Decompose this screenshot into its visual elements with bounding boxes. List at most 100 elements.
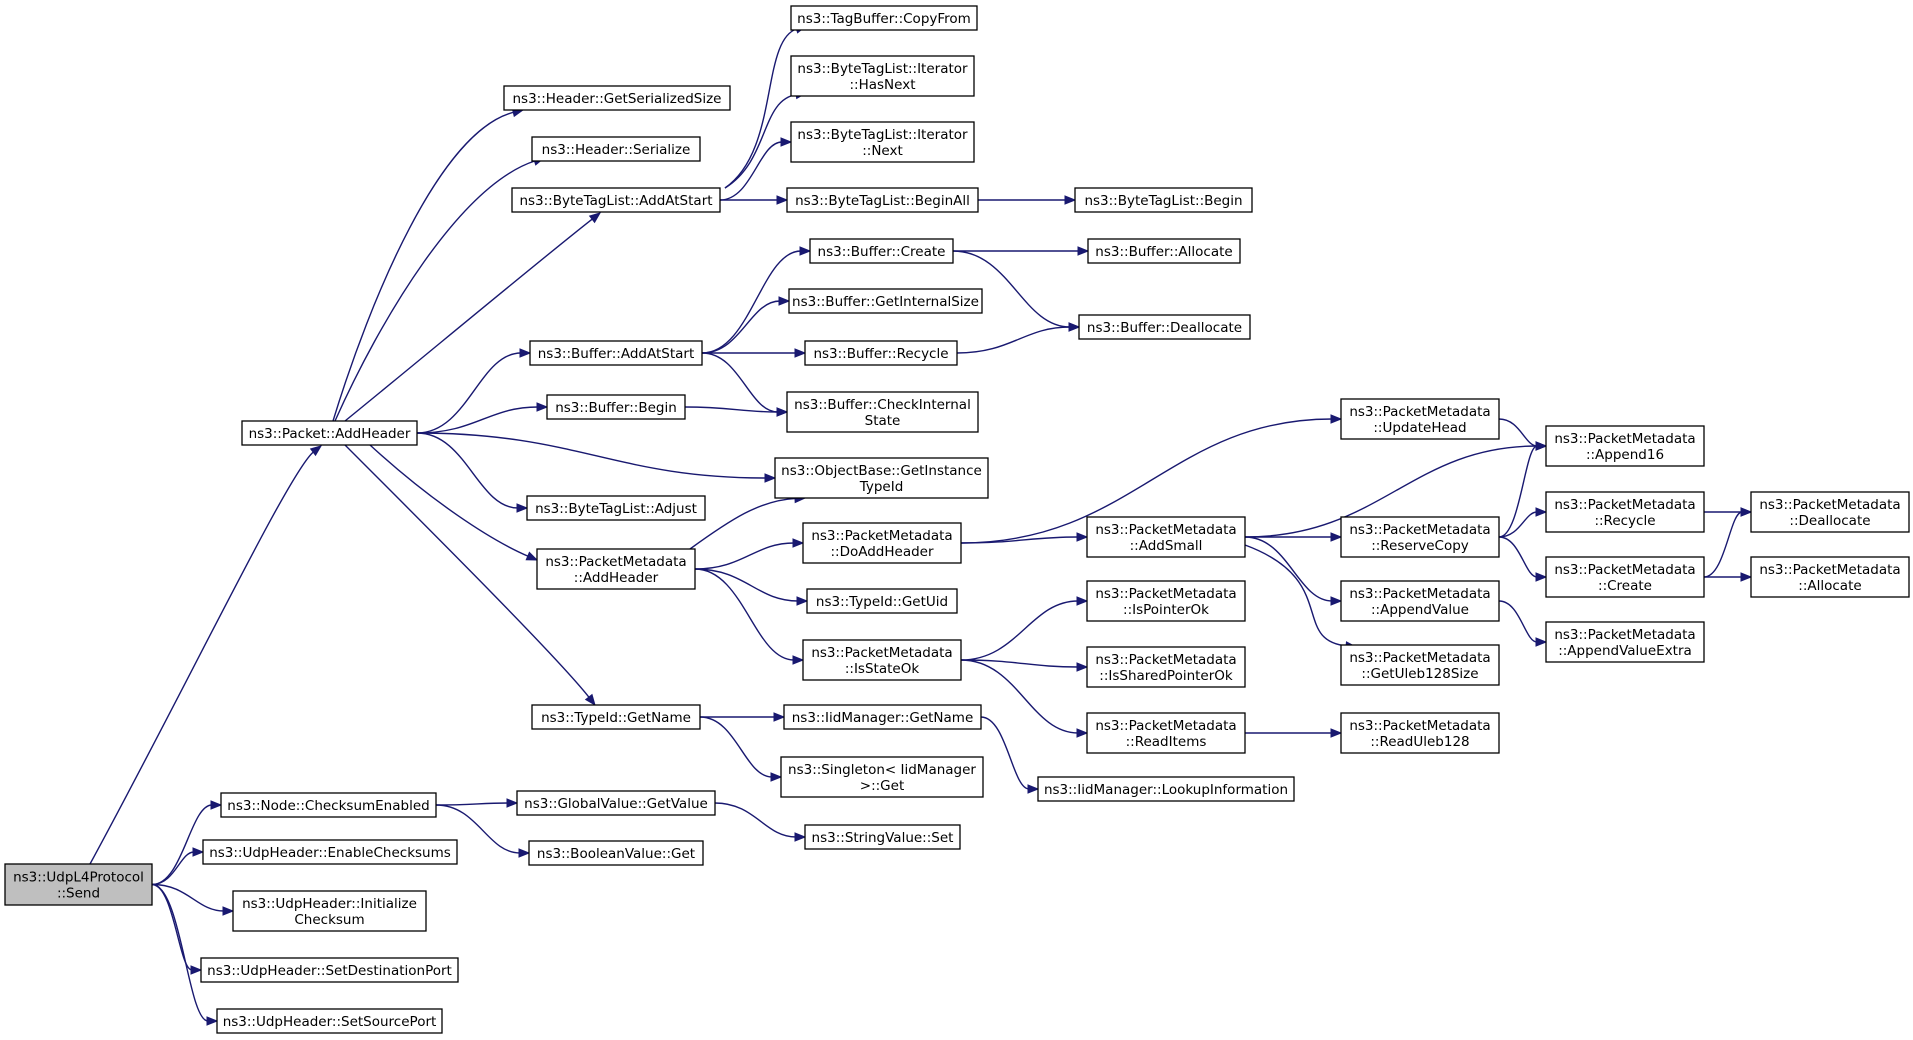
function-node[interactable]: ns3::PacketMetadata::UpdateHead: [1340, 398, 1500, 440]
call-edge: [416, 406, 539, 434]
call-edge-arrowhead: [525, 551, 539, 561]
function-node-box: [780, 756, 984, 798]
function-node[interactable]: ns3::Buffer::Begin: [546, 394, 686, 420]
call-edge-arrowhead: [1330, 728, 1343, 738]
function-node[interactable]: ns3::Buffer::Create: [809, 238, 954, 264]
call-edge: [151, 851, 195, 886]
function-node[interactable]: ns3::PacketMetadata::GetUleb128Size: [1340, 644, 1500, 686]
function-node[interactable]: ns3::PacketMetadata::IsSharedPointerOk: [1086, 646, 1246, 688]
function-node[interactable]: ns3::IidManager::LookupInformation: [1037, 776, 1295, 802]
function-node-box: [202, 839, 458, 865]
call-edge-arrowhead: [1740, 572, 1753, 582]
function-node[interactable]: ns3::PacketMetadata::AppendValueExtra: [1545, 621, 1705, 663]
function-node[interactable]: ns3::ByteTagList::AddAtStart: [511, 187, 721, 213]
function-node[interactable]: ns3::PacketMetadata::Recycle: [1545, 491, 1705, 533]
function-node-box: [216, 1008, 443, 1034]
function-node[interactable]: ns3::IidManager::GetName: [783, 704, 982, 730]
function-node-label: ::IsStateOk: [845, 661, 919, 677]
function-node[interactable]: ns3::ByteTagList::Adjust: [526, 495, 706, 521]
call-edge-arrowhead: [1027, 784, 1040, 794]
function-node[interactable]: ns3::PacketMetadata::IsPointerOk: [1086, 580, 1246, 622]
function-node-box: [529, 340, 703, 366]
function-node[interactable]: ns3::PacketMetadata::AddSmall: [1086, 516, 1246, 558]
function-node[interactable]: ns3::Buffer::Deallocate: [1078, 314, 1251, 340]
function-node[interactable]: ns3::TagBuffer::CopyFrom: [790, 5, 978, 31]
function-node[interactable]: ns3::Node::ChecksumEnabled: [220, 792, 437, 818]
function-node-label: ns3::ByteTagList::Begin: [1084, 193, 1242, 209]
call-edge-arrowhead: [206, 1016, 219, 1026]
function-node-box: [809, 238, 954, 264]
function-node-label: ns3::PacketMetadata: [1349, 404, 1490, 420]
function-node-label: ns3::StringValue::Set: [812, 830, 954, 846]
function-node[interactable]: ns3::PacketMetadata::ReadUleb128: [1340, 712, 1500, 754]
call-edge-arrowhead: [192, 847, 205, 857]
function-node-label: ::Allocate: [1798, 578, 1861, 594]
function-node[interactable]: ns3::PacketMetadata::Deallocate: [1750, 491, 1910, 533]
function-node[interactable]: ns3::Singleton< IidManager>::Get: [780, 756, 984, 798]
function-node[interactable]: ns3::Header::Serialize: [531, 136, 701, 162]
function-node[interactable]: ns3::ByteTagList::Iterator::Next: [790, 121, 975, 163]
call-edge-arrowhead: [518, 848, 531, 858]
function-node-box: [1086, 646, 1246, 688]
function-node-label: ns3::Header::GetSerializedSize: [513, 91, 722, 107]
function-node[interactable]: ns3::ByteTagList::Begin: [1074, 187, 1253, 213]
call-edge-arrowhead: [309, 445, 323, 457]
function-node[interactable]: ns3::PacketMetadata::AddHeader: [536, 548, 696, 590]
function-node[interactable]: ns3::GlobalValue::GetValue: [516, 790, 716, 816]
function-node[interactable]: ns3::PacketMetadata::Append16: [1545, 425, 1705, 467]
function-node[interactable]: ns3::PacketMetadata::ReadItems: [1086, 712, 1246, 754]
function-node-box: [232, 890, 427, 932]
call-edge-arrowhead: [1076, 728, 1089, 738]
function-node[interactable]: ns3::PacketMetadata::ReserveCopy: [1340, 516, 1500, 558]
function-node[interactable]: ns3::PacketMetadata::DoAddHeader: [802, 522, 962, 564]
function-node-label: ::GetUleb128Size: [1361, 666, 1478, 682]
function-node-box: [1340, 580, 1500, 622]
function-node[interactable]: ns3::Buffer::Allocate: [1087, 238, 1241, 264]
function-node[interactable]: ns3::BooleanValue::Get: [528, 840, 704, 866]
function-node[interactable]: ns3::Header::GetSerializedSize: [503, 85, 731, 111]
function-node-box: [804, 824, 961, 850]
function-node[interactable]: ns3::UdpHeader::SetSourcePort: [216, 1008, 443, 1034]
function-node[interactable]: ns3::TypeId::GetUid: [806, 588, 958, 614]
function-node[interactable]: ns3::UdpHeader::SetDestinationPort: [200, 957, 459, 983]
call-edge-arrowhead: [792, 655, 805, 665]
call-edge-arrowhead: [1330, 414, 1343, 424]
root-function-node[interactable]: ns3::UdpL4Protocol::Send: [4, 863, 153, 906]
function-node[interactable]: ns3::Packet::AddHeader: [241, 420, 418, 446]
function-node[interactable]: ns3::StringValue::Set: [804, 824, 961, 850]
function-node-label: ::HasNext: [849, 77, 915, 93]
function-node-label: ::UpdateHead: [1373, 420, 1466, 436]
function-node[interactable]: ns3::PacketMetadata::Create: [1545, 556, 1705, 598]
function-node-box: [1078, 314, 1251, 340]
function-node[interactable]: ns3::UdpHeader::EnableChecksums: [202, 839, 458, 865]
call-edge-arrowhead: [210, 800, 223, 810]
function-node[interactable]: ns3::ByteTagList::Iterator::HasNext: [790, 55, 975, 97]
call-edge-arrowhead: [584, 693, 596, 707]
function-node-label: ::ReserveCopy: [1371, 538, 1469, 554]
function-node-box: [806, 588, 958, 614]
function-node[interactable]: ns3::PacketMetadata::Allocate: [1750, 556, 1910, 598]
function-node-box: [1340, 516, 1500, 558]
function-node[interactable]: ns3::TypeId::GetName: [531, 704, 701, 730]
call-edge-arrowhead: [1535, 441, 1548, 451]
function-node-label: ns3::IidManager::GetName: [792, 710, 974, 726]
function-node[interactable]: ns3::Buffer::Recycle: [804, 340, 958, 366]
function-node-box: [1545, 491, 1705, 533]
function-node-box: [774, 457, 989, 499]
function-node-box: [1074, 187, 1253, 213]
function-node[interactable]: ns3::PacketMetadata::IsStateOk: [802, 639, 962, 681]
call-edge-arrowhead: [778, 296, 791, 306]
call-edge: [1498, 536, 1538, 578]
function-node[interactable]: ns3::Buffer::GetInternalSize: [788, 288, 983, 314]
function-node-label: ::IsSharedPointerOk: [1099, 668, 1233, 684]
function-node[interactable]: ns3::PacketMetadata::AppendValue: [1340, 580, 1500, 622]
call-edge: [151, 883, 209, 1022]
function-node-box: [531, 136, 701, 162]
function-node[interactable]: ns3::Buffer::AddAtStart: [529, 340, 703, 366]
function-node-box: [503, 85, 731, 111]
function-node[interactable]: ns3::ByteTagList::BeginAll: [786, 187, 979, 213]
call-edge: [699, 716, 773, 778]
